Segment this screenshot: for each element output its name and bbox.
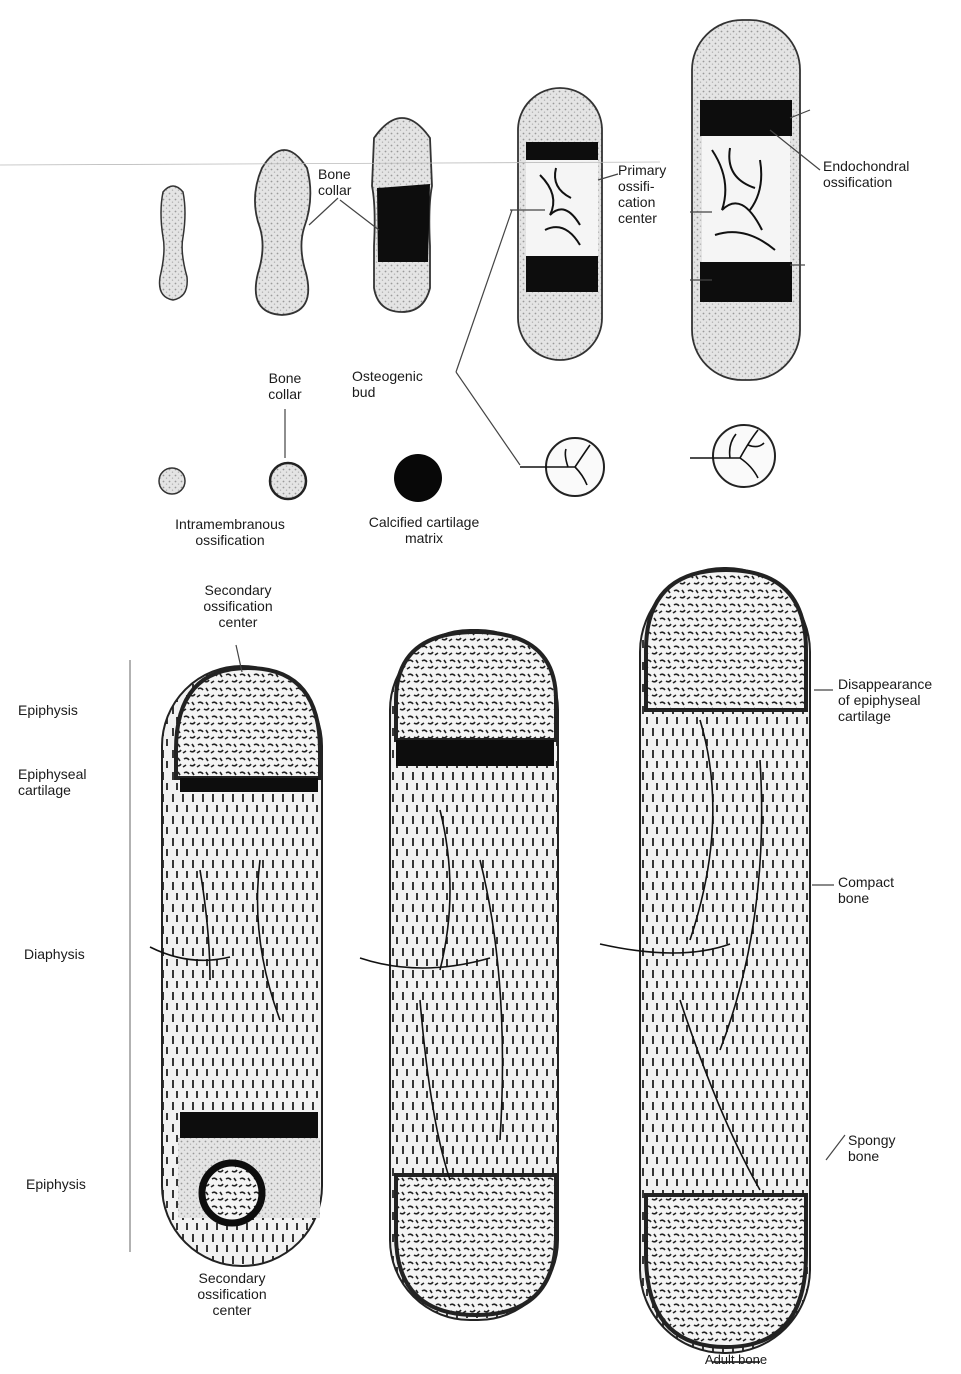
- stage-5-endochondral-ossification: [692, 20, 800, 380]
- label-adult-bone: Adult bone: [676, 1352, 796, 1368]
- stage-3-calcified-cartilage: [372, 118, 432, 312]
- label-epiphyseal-cartilage: Epiphyseal cartilage: [18, 766, 87, 798]
- stage-2-bone-collar: [255, 150, 310, 315]
- label-endochondral-ossification: Endochondral ossification: [823, 158, 909, 190]
- label-secondary-ossification-center-bottom: Secondary ossification center: [172, 1270, 292, 1318]
- label-diaphysis: Diaphysis: [24, 946, 85, 962]
- cross-section-osteogenic-bud: [520, 438, 604, 496]
- label-intramembranous-ossification: Intramembranous ossification: [148, 516, 312, 548]
- label-secondary-ossification-center-top: Secondary ossification center: [178, 582, 298, 630]
- bone-left-secondary-center: [130, 660, 322, 1266]
- label-disappearance-of-epiphyseal-cartilage: Disappearance of epiphyseal cartilage: [838, 676, 932, 724]
- label-epiphysis-top: Epiphysis: [18, 702, 78, 718]
- label-osteogenic-bud: Osteogenic bud: [352, 368, 423, 400]
- label-compact-bone: Compact bone: [838, 874, 894, 906]
- stage-4-primary-ossification: [518, 88, 602, 360]
- label-primary-ossification-center: Primary ossifi- cation center: [618, 162, 666, 226]
- label-spongy-bone: Spongy bone: [848, 1132, 895, 1164]
- cross-section-calcified-cartilage: [394, 454, 442, 502]
- cross-section-intramembranous: [159, 468, 185, 494]
- cross-section-endochondral: [690, 425, 775, 487]
- label-bone-collar-mid: Bone collar: [248, 370, 322, 402]
- bone-right-adult: [600, 568, 810, 1353]
- bone-middle: [360, 630, 558, 1320]
- label-calcified-cartilage-matrix: Calcified cartilage matrix: [338, 514, 510, 546]
- label-epiphysis-bottom: Epiphysis: [26, 1176, 86, 1192]
- cross-section-bone-collar: [270, 463, 306, 499]
- label-bone-collar-top: Bone collar: [318, 166, 351, 198]
- stage-1-cartilage-model: [160, 186, 188, 300]
